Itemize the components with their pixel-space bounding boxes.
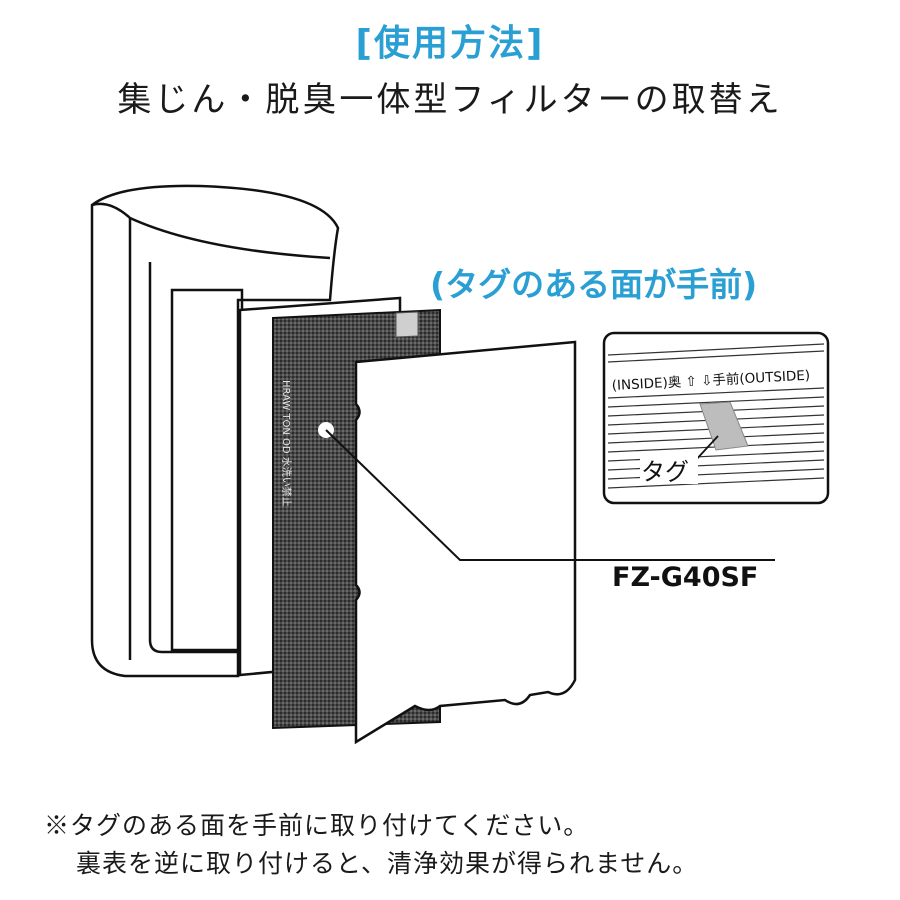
tag-side-callout: (タグのある面が手前) bbox=[430, 265, 758, 304]
page-subtitle: 集じん・脱臭一体型フィルターの取替え bbox=[117, 80, 783, 120]
tag-patch bbox=[699, 401, 749, 451]
model-number: FZ-G40SF bbox=[612, 562, 759, 593]
air-purifier-body bbox=[90, 184, 340, 678]
page-title: [使用方法] bbox=[355, 23, 545, 64]
filter-side-text: HRAW TON OD 水洗い禁止 bbox=[280, 380, 292, 507]
note-line-2: 裏表を逆に取り付けると、清浄効果が得られません。 bbox=[76, 849, 699, 878]
note-line-1: ※タグのある面を手前に取り付けてください。 bbox=[44, 811, 590, 840]
inset-tag-label: タグ bbox=[641, 458, 689, 486]
model-leader-line bbox=[325, 429, 775, 561]
tag-inset-box: (INSIDE)奥 ⇧ ⇩手前(OUTSIDE) タグ bbox=[602, 331, 830, 505]
front-frame-panel bbox=[354, 340, 577, 745]
